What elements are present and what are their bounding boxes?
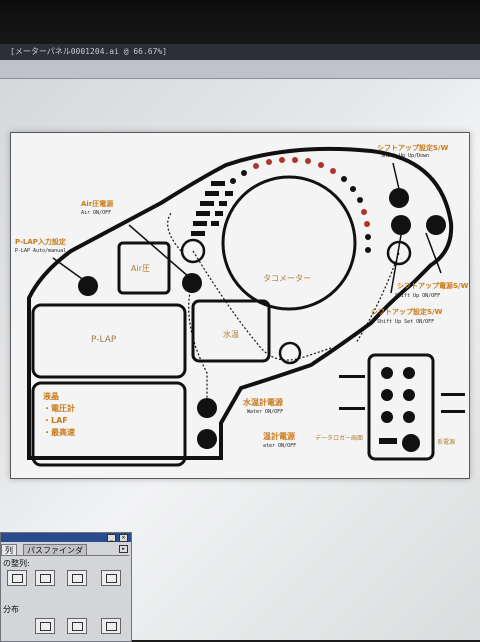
- shift-power-en-label: Shift Up ON/OFF: [395, 293, 441, 299]
- panel-menu-icon[interactable]: ▸: [119, 545, 128, 553]
- distribute-objects-label: 分布: [3, 605, 19, 614]
- lcd-box: [31, 381, 187, 467]
- plap-input-switch: [78, 276, 98, 296]
- align-panel-body: の整列: 分布: [1, 555, 129, 641]
- shift-power-label: シフトアップ電源S/W: [397, 282, 469, 290]
- lcd-title: 液晶: [43, 392, 59, 401]
- plap-input-en-label: P-LAP Auto/manual: [15, 248, 67, 254]
- air-power-en-label: Air ON/OFF: [81, 210, 112, 216]
- align-middle-button[interactable]: [101, 570, 121, 586]
- water-power-switch-2: [197, 429, 217, 449]
- air-gauge-label: Air圧: [131, 264, 150, 273]
- water-temp-label: 水温: [223, 330, 239, 339]
- lcd-item-laf: ・LAF: [43, 416, 68, 425]
- align-objects-label: の整列:: [3, 559, 30, 568]
- align-panel[interactable]: _ × 列 パスファインダ ▸ の整列: 分布: [0, 532, 132, 642]
- artboard[interactable]: P-LAP入力設定 P-LAP Auto/manual Air圧電源 Air O…: [10, 132, 470, 479]
- align-left-button[interactable]: [7, 570, 27, 586]
- panel-outline: [27, 146, 454, 460]
- small-ring-bottom: [278, 341, 302, 365]
- close-icon[interactable]: ×: [119, 534, 128, 542]
- data-logger-label: データロガー画面: [315, 435, 364, 442]
- document-title-bar[interactable]: [メーターパネル0001204.ai @ 66.67%]: [0, 44, 480, 60]
- shift-set-label: シフトアップ設定S/W: [377, 144, 449, 152]
- leader-lines: [52, 162, 442, 294]
- rpm-led-arc: [230, 157, 371, 253]
- switch-block: [367, 353, 435, 461]
- align-panel-titlebar[interactable]: _ ×: [1, 533, 131, 542]
- align-top-button[interactable]: [67, 570, 87, 586]
- lcd-item-voltmeter: ・電圧計: [43, 404, 75, 413]
- water-temp-box: [191, 299, 271, 363]
- switch-block-buttons: [379, 367, 420, 452]
- air-power-label: Air圧電源: [81, 200, 114, 208]
- meter-panel-drawing: [27, 146, 465, 467]
- dotted-wiring: [167, 212, 400, 408]
- plap-box-label: P-LAP: [91, 335, 117, 345]
- shift-power-switch: [426, 215, 446, 235]
- shift-set-en-label: Shift Up Up/Down: [381, 153, 430, 159]
- annotation-bars: [339, 375, 465, 413]
- plap-box: [31, 303, 187, 379]
- water-power-2-en-label: ater ON/OFF: [263, 443, 297, 449]
- distribute-top-button[interactable]: [35, 618, 55, 634]
- air-gauge-box: [117, 241, 171, 295]
- small-ring-left: [180, 238, 206, 264]
- tachometer-label: タコメーター: [263, 274, 311, 283]
- lcd-item-top-speed: ・最高速: [43, 428, 75, 437]
- distribute-bottom-button[interactable]: [101, 618, 121, 634]
- tab-pathfinder[interactable]: パスファインダ: [23, 544, 87, 556]
- minimize-icon[interactable]: _: [107, 534, 116, 542]
- plap-input-label: P-LAP入力設定: [15, 238, 66, 246]
- shift-set-switch: [389, 188, 409, 208]
- tachometer-dial: [221, 175, 357, 311]
- start-label: 系電源: [437, 439, 456, 446]
- distribute-center-button[interactable]: [67, 618, 87, 634]
- bar-indicator-column: [191, 181, 233, 236]
- align-center-button[interactable]: [35, 570, 55, 586]
- water-power-label: 水温計電源: [243, 398, 283, 407]
- application-toolbar-strip: [0, 60, 480, 79]
- shift-updown-switch: [391, 215, 411, 235]
- shift-set-2-en-label: Shift Up Set ON/OFF: [377, 319, 435, 325]
- water-power-2-label: 温計電源: [263, 432, 295, 441]
- document-title: [メーターパネル0001204.ai @ 66.67%]: [10, 47, 168, 56]
- tab-align[interactable]: 列: [1, 544, 17, 556]
- shift-set-2-label: シフトアップ設定S/W: [371, 308, 443, 316]
- small-ring-right: [386, 240, 412, 266]
- water-power-en-label: Water ON/OFF: [247, 409, 284, 415]
